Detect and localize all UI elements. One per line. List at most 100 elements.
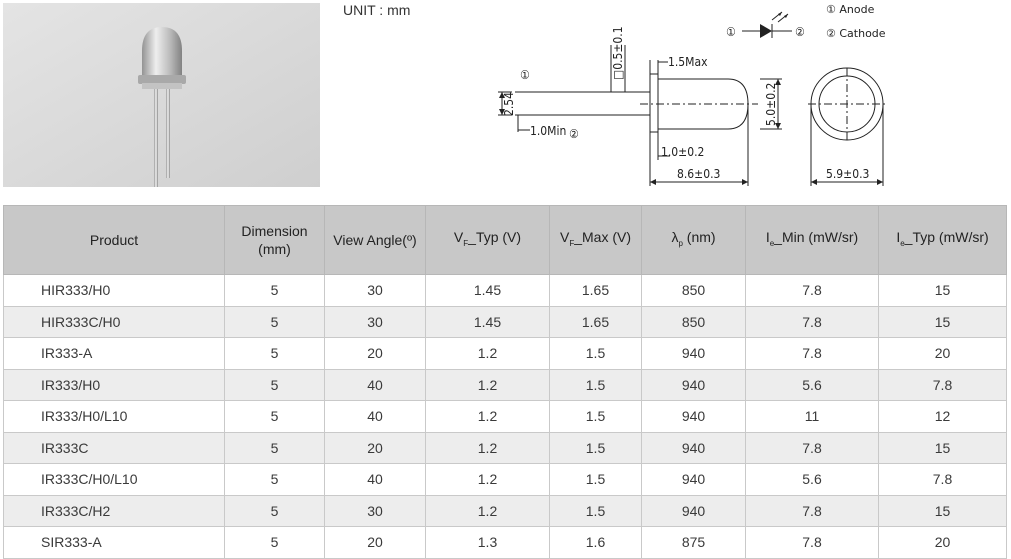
cell-product: IR333C/H2: [3, 494, 225, 527]
cell-peak-wavelength: 940: [641, 494, 746, 527]
anode-legend: ① Anode: [826, 3, 875, 16]
cell-ie-typ: 15: [878, 305, 1007, 338]
cell-peak-wavelength: 940: [641, 431, 746, 464]
pin1-marker: ①: [520, 68, 530, 82]
product-photo: [3, 3, 320, 188]
cell-vf-max: 1.5: [549, 400, 642, 433]
header-vf-typ: VF_Typ (V): [425, 205, 550, 275]
cell-dimension: 5: [224, 274, 325, 307]
cell-view-angle: 40: [324, 368, 426, 401]
cell-vf-typ: 1.45: [425, 305, 550, 338]
cell-peak-wavelength: 940: [641, 368, 746, 401]
cell-view-angle: 30: [324, 305, 426, 338]
cell-vf-typ: 1.2: [425, 368, 550, 401]
cell-dimension: 5: [224, 494, 325, 527]
header-view-angle: View Angle(º): [324, 205, 426, 275]
cell-vf-max: 1.65: [549, 274, 642, 307]
cell-view-angle: 20: [324, 431, 426, 464]
spec-table: Product Dimension(mm) View Angle(º) VF_T…: [3, 205, 1007, 559]
cell-vf-max: 1.5: [549, 431, 642, 464]
led-photo-image: [3, 3, 320, 188]
cell-ie-min: 7.8: [745, 337, 879, 370]
cell-ie-min: 5.6: [745, 368, 879, 401]
header-ie-typ: Ie_Typ (mW/sr): [878, 205, 1007, 275]
unit-label: UNIT : mm: [343, 2, 411, 18]
header-dimension: Dimension(mm): [224, 205, 325, 275]
cell-view-angle: 20: [324, 526, 426, 559]
cell-peak-wavelength: 850: [641, 305, 746, 338]
cathode-legend: ② Cathode: [826, 27, 886, 40]
cell-vf-max: 1.6: [549, 526, 642, 559]
cell-ie-min: 7.8: [745, 431, 879, 464]
cell-ie-min: 7.8: [745, 274, 879, 307]
flange-thickness-dimension: 1.0±0.2: [661, 145, 704, 159]
table-header-row: Product Dimension(mm) View Angle(º) VF_T…: [3, 205, 1007, 275]
cell-ie-typ: 12: [878, 400, 1007, 433]
cell-product: IR333C/H0/L10: [3, 463, 225, 496]
header-peak-wavelength: λp (nm): [641, 205, 746, 275]
body-length-dimension: 8.6±0.3: [677, 167, 720, 181]
cell-dimension: 5: [224, 431, 325, 464]
cell-product: HIR333C/H0: [3, 305, 225, 338]
header-vf-max: VF_Max (V): [549, 205, 642, 275]
cell-product: SIR333-A: [3, 526, 225, 559]
cell-dimension: 5: [224, 463, 325, 496]
cell-vf-typ: 1.2: [425, 431, 550, 464]
cell-dimension: 5: [224, 337, 325, 370]
cell-view-angle: 40: [324, 463, 426, 496]
cell-vf-typ: 1.2: [425, 494, 550, 527]
symbol-pin2-marker: ②: [795, 25, 805, 39]
cell-peak-wavelength: 940: [641, 463, 746, 496]
cell-vf-typ: 1.2: [425, 463, 550, 496]
cell-ie-typ: 7.8: [878, 463, 1007, 496]
cell-view-angle: 20: [324, 337, 426, 370]
cell-dimension: 5: [224, 305, 325, 338]
cell-product: IR333/H0: [3, 368, 225, 401]
cell-ie-typ: 15: [878, 431, 1007, 464]
cell-ie-typ: 7.8: [878, 368, 1007, 401]
cell-vf-max: 1.65: [549, 305, 642, 338]
cell-ie-typ: 15: [878, 494, 1007, 527]
cell-peak-wavelength: 940: [641, 337, 746, 370]
pitch-dimension: 2.54: [502, 92, 516, 116]
cell-peak-wavelength: 850: [641, 274, 746, 307]
cell-view-angle: 40: [324, 400, 426, 433]
header-product: Product: [3, 205, 225, 275]
cell-vf-typ: 1.2: [425, 400, 550, 433]
cell-peak-wavelength: 875: [641, 526, 746, 559]
cell-ie-min: 7.8: [745, 526, 879, 559]
cell-vf-max: 1.5: [549, 463, 642, 496]
pin2-marker: ②: [569, 127, 579, 141]
cell-ie-min: 11: [745, 400, 879, 433]
cell-dimension: 5: [224, 368, 325, 401]
lead-min-dimension: 1.0Min: [530, 124, 566, 138]
cell-vf-typ: 1.2: [425, 337, 550, 370]
cell-dimension: 5: [224, 526, 325, 559]
cell-vf-typ: 1.3: [425, 526, 550, 559]
cell-ie-min: 7.8: [745, 494, 879, 527]
cell-ie-min: 5.6: [745, 463, 879, 496]
cell-view-angle: 30: [324, 274, 426, 307]
symbol-pin1-marker: ①: [726, 25, 736, 39]
cell-ie-typ: 20: [878, 526, 1007, 559]
cell-product: HIR333/H0: [3, 274, 225, 307]
flange-diameter-dimension: 5.9±0.3: [826, 167, 869, 181]
cell-vf-max: 1.5: [549, 337, 642, 370]
cell-dimension: 5: [224, 400, 325, 433]
cell-vf-max: 1.5: [549, 368, 642, 401]
lead-square-dimension: □0.5±0.1: [611, 26, 625, 80]
cell-vf-typ: 1.45: [425, 274, 550, 307]
header-ie-min: Ie_Min (mW/sr): [745, 205, 879, 275]
cell-product: IR333C: [3, 431, 225, 464]
cell-ie-typ: 20: [878, 337, 1007, 370]
cell-product: IR333-A: [3, 337, 225, 370]
